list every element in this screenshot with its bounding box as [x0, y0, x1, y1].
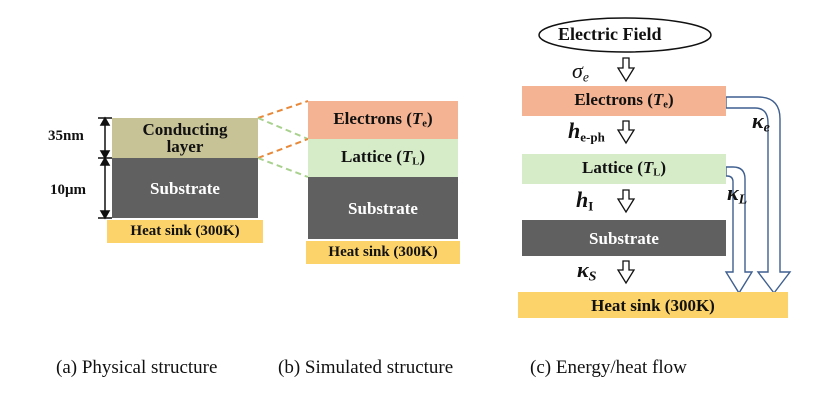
thickness-label-10um: 10μm	[50, 182, 86, 198]
thickness-arrow-bottom	[98, 156, 112, 220]
heat-sink-label-a: Heat sink (300K)	[130, 223, 240, 239]
heat-sink-box-b: Heat sink (300K)	[306, 241, 460, 264]
dash-conducting-top-to-lattice	[257, 117, 309, 140]
thickness-arrow-top	[98, 116, 112, 160]
h-eph-label: he-ph	[568, 118, 605, 145]
heat-sink-label-c: Heat sink (300K)	[591, 295, 715, 315]
lattice-label-c: Lattice (TL)	[582, 157, 666, 179]
substrate-label-c: Substrate	[589, 228, 659, 248]
lattice-box-c: Lattice (TL)	[522, 154, 726, 184]
electrons-label-b: Electrons (Te)	[333, 108, 433, 130]
substrate-box-a: Substrate	[112, 158, 258, 218]
caption-c: (c) Energy/heat flow	[530, 357, 687, 378]
flow-arrow-kappa-e	[725, 96, 792, 295]
down-arrow-heph	[616, 120, 636, 145]
substrate-label-a: Substrate	[150, 178, 220, 198]
lattice-label-b: Lattice (TL)	[341, 146, 425, 168]
lattice-box-b: Lattice (TL)	[308, 139, 458, 177]
heat-sink-box-a: Heat sink (300K)	[107, 220, 263, 243]
electric-field-label: Electric Field	[558, 24, 662, 44]
flow-arrow-kappa-l	[724, 166, 754, 295]
heat-sink-label-b: Heat sink (300K)	[328, 244, 438, 260]
substrate-box-c: Substrate	[522, 220, 726, 256]
kappa-s-label: κS	[577, 257, 597, 285]
down-arrow-kappa-s	[616, 260, 636, 285]
thickness-label-35nm: 35nm	[48, 128, 84, 144]
electrons-box-b: Electrons (Te)	[308, 101, 458, 139]
heat-sink-box-c: Heat sink (300K)	[518, 292, 788, 318]
electric-field-ellipse	[538, 17, 712, 53]
conducting-layer-label: Conducting layer	[142, 120, 228, 156]
sigma-e-label: σe	[572, 58, 589, 85]
dash-conducting-top-to-electrons	[257, 100, 309, 119]
h-i-label: hI	[576, 187, 594, 214]
electrons-box-c: Electrons (Te)	[522, 86, 726, 116]
electrons-label-c: Electrons (Te)	[574, 89, 674, 111]
caption-a: (a) Physical structure	[56, 357, 218, 378]
caption-b: (b) Simulated structure	[278, 357, 454, 378]
down-arrow-sigma	[616, 57, 636, 83]
substrate-box-b: Substrate	[308, 177, 458, 239]
kappa-l-label: κL	[727, 180, 748, 208]
conducting-layer-box: Conducting layer	[112, 118, 258, 158]
dash-conducting-bottom-to-lattice	[257, 157, 309, 178]
dash-conducting-bottom-to-electrons	[257, 138, 309, 159]
down-arrow-hi	[616, 189, 636, 214]
kappa-e-label: κe	[752, 108, 770, 136]
substrate-label-b: Substrate	[348, 198, 418, 218]
